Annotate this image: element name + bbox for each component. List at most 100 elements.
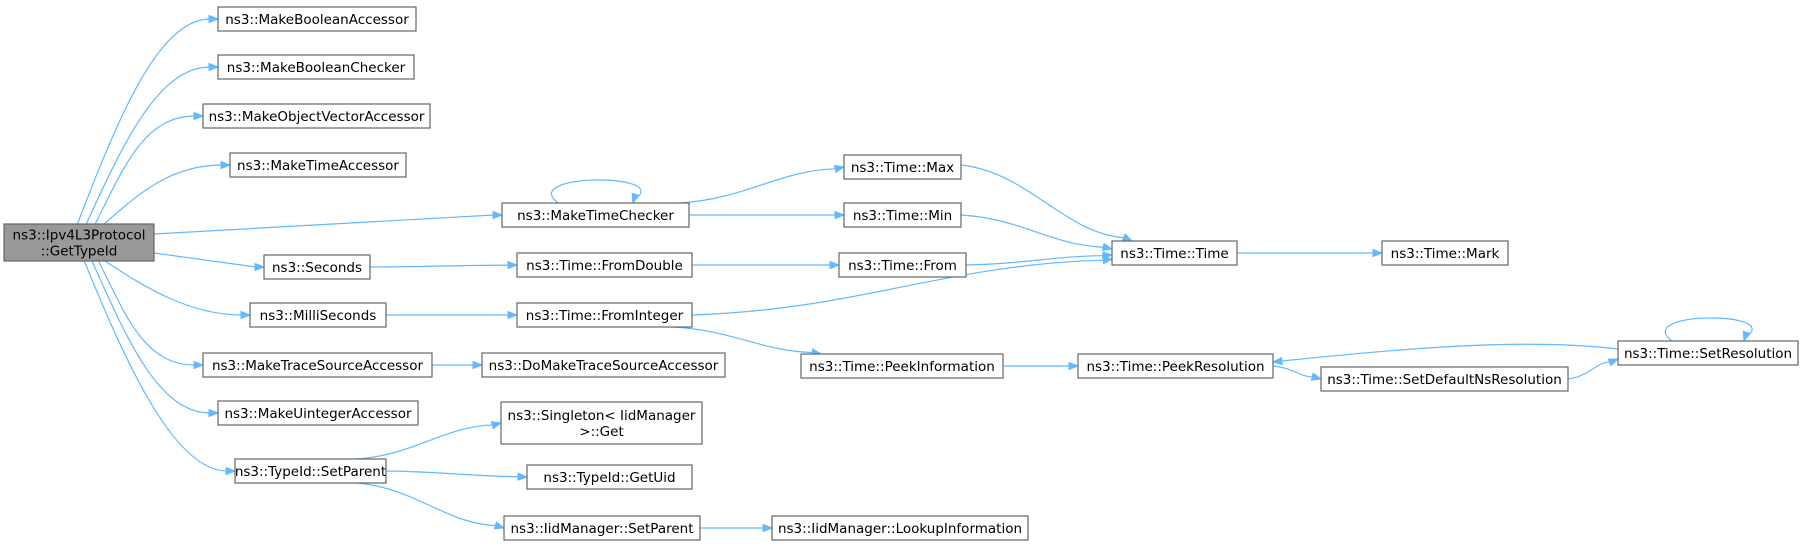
edge-mtsa-to-dmtsa [432, 360, 484, 370]
edge-arrowhead [225, 466, 237, 476]
edge-arrowhead [1607, 358, 1620, 367]
node-label: ns3::MakeBooleanAccessor [225, 12, 409, 28]
node-mtsa[interactable]: ns3::MakeTraceSourceAccessor [202, 352, 433, 378]
node-tfrom[interactable]: ns3::Time::From [838, 252, 967, 278]
edge-tsp-to-guid [385, 470, 529, 481]
node-label: ns3::DoMakeTraceSourceAccessor [489, 358, 719, 374]
node-label: ns3::MakeUintegerAccessor [224, 406, 412, 422]
edge-arrowhead [1101, 242, 1114, 252]
edge-root-to-mta [103, 160, 232, 225]
edge-tpr-to-tsdnr [1272, 365, 1323, 381]
edge-arrowhead [472, 360, 484, 370]
edge-arrowhead [208, 62, 220, 72]
node-box [249, 302, 387, 328]
edge-line [671, 326, 814, 354]
node-label: ns3::Seconds [272, 260, 362, 276]
edge-line [104, 260, 243, 316]
edge-line [369, 264, 510, 268]
edge-sec-to-tfd [369, 260, 519, 270]
edge-line [153, 252, 257, 268]
node-label: ns3::Time::From [848, 258, 957, 274]
node-tfi[interactable]: ns3::Time::FromInteger [516, 302, 693, 328]
node-tmark[interactable]: ns3::Time::Mark [1381, 240, 1509, 266]
node-box [217, 400, 419, 426]
edge-ttime-to-tmark [1237, 248, 1384, 258]
node-box [500, 401, 703, 445]
edge-arrowhead [193, 111, 205, 121]
node-ttime[interactable]: ns3::Time::Time [1111, 240, 1238, 266]
node-tpi[interactable]: ns3::Time::PeekInformation [800, 353, 1004, 379]
node-box [516, 252, 693, 278]
node-tmax[interactable]: ns3::Time::Max [843, 154, 962, 180]
node-box [501, 202, 690, 228]
edge-tmin-to-ttime [960, 214, 1114, 252]
edge-tsp-to-sget [355, 421, 503, 460]
edge-tpi-to-tpr [1003, 361, 1080, 371]
node-mtc[interactable]: ns3::MakeTimeChecker [501, 202, 690, 228]
node-box [263, 254, 371, 280]
node-box [217, 6, 417, 32]
node-imsp[interactable]: ns3::IidManager::SetParent [503, 515, 701, 541]
node-box [1617, 340, 1799, 366]
edge-tsr-to-tpr [1271, 343, 1619, 366]
node-mba[interactable]: ns3::MakeBooleanAccessor [217, 6, 417, 32]
node-ms[interactable]: ns3::MilliSeconds [249, 302, 387, 328]
edge-arrowhead [833, 164, 846, 174]
edge-imsp-to-imli [700, 523, 774, 533]
edge-arrowhead [493, 521, 506, 530]
edge-line [691, 259, 1105, 316]
node-label: ns3::Time::Time [1120, 246, 1228, 262]
node-label: ns3::Ipv4L3Protocol [13, 228, 146, 244]
node-box [771, 515, 1029, 541]
edge-tsp-to-imsp [355, 482, 506, 530]
node-tsdnr[interactable]: ns3::Time::SetDefaultNsResolution [1320, 366, 1569, 392]
node-box [1381, 240, 1509, 266]
edge-root-to-sec [153, 252, 266, 272]
node-box [843, 202, 962, 228]
node-imli[interactable]: ns3::IidManager::LookupInformation [771, 515, 1029, 541]
node-box [229, 152, 407, 178]
node-tsp[interactable]: ns3::TypeId::SetParent [234, 458, 387, 484]
edge-line [960, 214, 1105, 248]
node-label: ns3::Time::SetResolution [1624, 346, 1792, 362]
node-dmtsa[interactable]: ns3::DoMakeTraceSourceAccessor [481, 352, 726, 378]
node-mova[interactable]: ns3::MakeObjectVectorAccessor [202, 103, 431, 129]
node-box [202, 103, 431, 129]
node-root[interactable]: ns3::Ipv4L3Protocol::GetTypeId [3, 223, 155, 262]
edge-arrowhead [193, 360, 205, 370]
node-mbc[interactable]: ns3::MakeBooleanChecker [217, 54, 415, 80]
node-mta[interactable]: ns3::MakeTimeAccessor [229, 152, 407, 178]
edge-line [1280, 343, 1619, 362]
edge-line [678, 168, 837, 204]
node-guid[interactable]: ns3::TypeId::GetUid [526, 464, 693, 490]
edge-arrowhead [1372, 248, 1384, 258]
node-sec[interactable]: ns3::Seconds [263, 254, 371, 280]
edge-arrowhead [829, 260, 841, 270]
edge-root-to-mova [94, 111, 205, 225]
node-mua[interactable]: ns3::MakeUintegerAccessor [217, 400, 419, 426]
edge-arrowhead [240, 310, 252, 320]
edge-arrowhead [507, 260, 519, 270]
node-label: ns3::Time::SetDefaultNsResolution [1327, 372, 1562, 388]
edge-line [76, 18, 211, 225]
node-label: ns3::Time::PeekInformation [809, 359, 995, 375]
node-sget[interactable]: ns3::Singleton< IidManager>::Get [500, 401, 703, 445]
node-tfd[interactable]: ns3::Time::FromDouble [516, 252, 693, 278]
node-tpr[interactable]: ns3::Time::PeekResolution [1077, 353, 1274, 379]
edge-root-to-mba [76, 14, 220, 225]
edge-line [97, 260, 196, 366]
edge-arrowhead [517, 472, 529, 481]
node-box [234, 458, 387, 484]
edge-root-to-tsp [83, 260, 237, 476]
edge-tfi-to-ttime [691, 256, 1114, 316]
edge-root-to-mtc [153, 210, 504, 235]
node-label: ns3::Time::Mark [1391, 246, 1500, 262]
node-box [481, 352, 726, 378]
node-box [3, 223, 155, 262]
node-box [217, 54, 415, 80]
node-tmin[interactable]: ns3::Time::Min [843, 202, 962, 228]
node-label: ns3::Time::FromInteger [526, 308, 684, 324]
node-box [838, 252, 967, 278]
node-tsr[interactable]: ns3::Time::SetResolution [1617, 340, 1799, 366]
